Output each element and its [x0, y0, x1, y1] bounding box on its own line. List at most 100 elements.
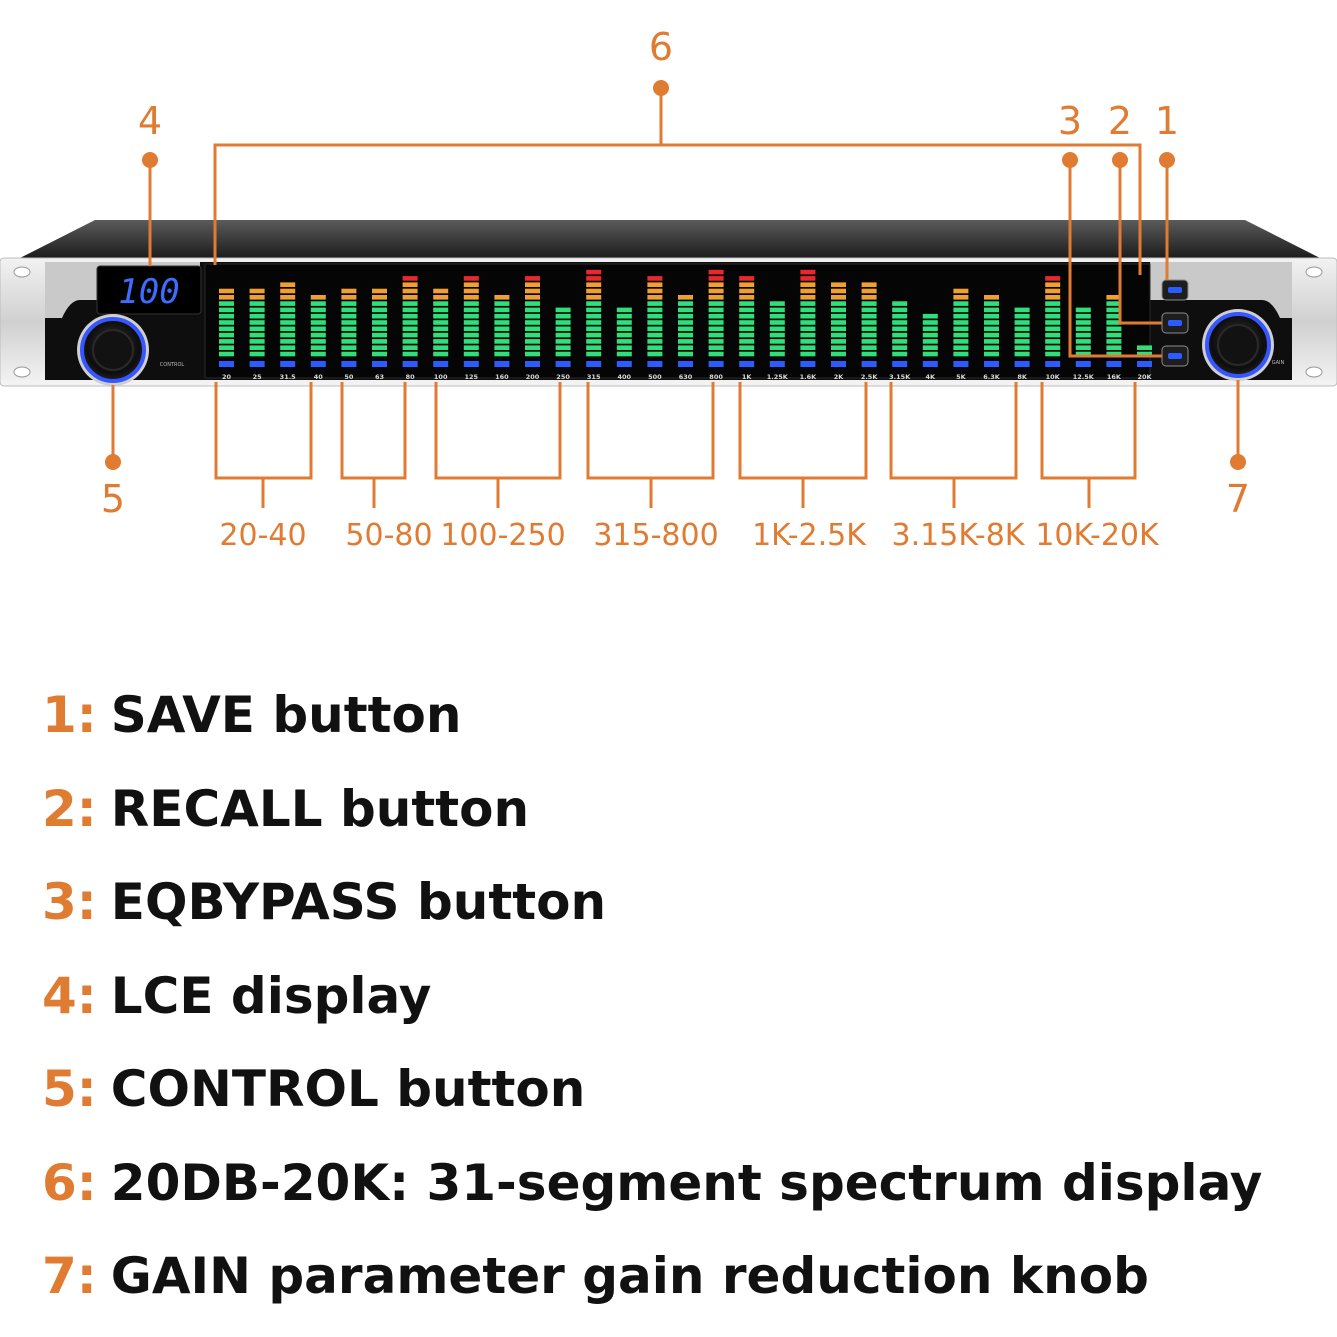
led-segment: [708, 339, 724, 344]
led-segment: [1106, 339, 1122, 344]
led-segment: [463, 351, 479, 357]
led-segment: [463, 288, 479, 294]
led-segment: [402, 313, 418, 319]
callout-2-line: [1118, 160, 1162, 325]
led-segment: [219, 326, 234, 332]
led-segment: [525, 295, 540, 300]
led-segment: [861, 313, 877, 319]
led-segment: [1014, 339, 1030, 344]
led-segment: [647, 307, 663, 313]
callout-number-7: 7: [1226, 477, 1250, 521]
group-label-20-40: 20-40: [219, 518, 306, 553]
led-segment: [861, 326, 877, 332]
led-segment: [280, 320, 296, 325]
led-segment: [647, 351, 663, 357]
led-segment: [1014, 307, 1030, 313]
led-segment: [616, 320, 632, 325]
led-segment: [984, 339, 999, 344]
led-segment: [525, 282, 540, 287]
led-segment: [616, 307, 632, 313]
band-label: 16K: [1107, 373, 1122, 381]
led-segment: [372, 339, 387, 344]
led-segment: [494, 345, 510, 350]
led-segment: [616, 332, 632, 338]
group-bracket-50-80: [340, 382, 407, 508]
led-segment: [831, 326, 846, 332]
band-base-marker: [1014, 361, 1030, 367]
band-base-marker: [1045, 361, 1061, 367]
group-bracket-315-800: [586, 382, 715, 508]
led-segment: [341, 301, 357, 306]
spectrum-band-1.6K: [800, 269, 816, 367]
led-segment: [525, 332, 540, 338]
led-segment: [525, 339, 540, 344]
band-base-marker: [800, 361, 816, 367]
band-base-marker: [372, 361, 387, 367]
spectrum-band-400: [616, 307, 632, 367]
led-segment: [219, 339, 234, 344]
band-base-marker: [433, 361, 449, 367]
led-segment: [678, 295, 693, 300]
spectrum-band-100: [433, 288, 449, 367]
led-segment: [616, 313, 632, 319]
led-segment: [310, 313, 326, 319]
led-segment: [616, 339, 632, 344]
led-segment: [861, 332, 877, 338]
led-segment: [739, 320, 755, 325]
spectrum-band-25: [249, 288, 265, 367]
led-segment: [402, 307, 418, 313]
led-segment: [463, 339, 479, 344]
band-base-marker: [310, 361, 326, 367]
led-segment: [372, 295, 387, 300]
group-label-315-800: 315-800: [593, 518, 718, 553]
band-label: 800: [709, 373, 723, 381]
led-segment: [739, 332, 755, 338]
led-segment: [310, 339, 326, 344]
spectrum-band-160: [494, 295, 510, 367]
band-label: 63: [375, 373, 384, 381]
spectrum-band-8K: [1014, 307, 1030, 367]
led-segment: [280, 288, 296, 294]
led-segment: [800, 276, 816, 281]
band-base-marker: [892, 361, 908, 367]
group-labels: 20-40 50-80 100-250 315-800 1K-2.5K 3.15…: [219, 518, 1160, 553]
led-segment: [831, 345, 846, 350]
band-label: 25: [253, 373, 263, 381]
led-segment: [922, 320, 938, 325]
group-bracket-1k-2.5k: [738, 382, 868, 508]
led-segment: [463, 320, 479, 325]
led-segment: [586, 307, 602, 313]
band-label: 2K: [834, 373, 845, 381]
led-segment: [769, 301, 785, 306]
led-segment: [280, 345, 296, 350]
led-segment: [494, 307, 510, 313]
led-segment: [769, 313, 785, 319]
group-bracket-100-250: [434, 382, 562, 508]
led-segment: [280, 351, 296, 357]
led-segment: [953, 345, 969, 350]
band-base-marker: [1137, 361, 1152, 367]
led-segment: [800, 301, 816, 306]
band-label: 125: [465, 373, 479, 381]
led-segment: [831, 339, 846, 344]
led-segment: [922, 326, 938, 332]
led-segment: [310, 301, 326, 306]
led-segment: [494, 320, 510, 325]
control-knob[interactable]: CONTROL: [77, 314, 184, 386]
led-segment: [1045, 307, 1061, 313]
spectrum-band-3.15K: [892, 301, 908, 367]
gain-knob[interactable]: GAIN: [1202, 309, 1285, 381]
led-segment: [463, 313, 479, 319]
led-segment: [708, 269, 724, 275]
led-segment: [1045, 332, 1061, 338]
led-segment: [892, 345, 908, 350]
led-segment: [678, 345, 693, 350]
led-segment: [800, 339, 816, 344]
led-segment: [800, 332, 816, 338]
led-segment: [616, 326, 632, 332]
band-base-marker: [647, 361, 663, 367]
band-label: 2.5K: [861, 373, 879, 381]
led-segment: [953, 351, 969, 357]
spectrum-band-1K: [739, 276, 755, 367]
